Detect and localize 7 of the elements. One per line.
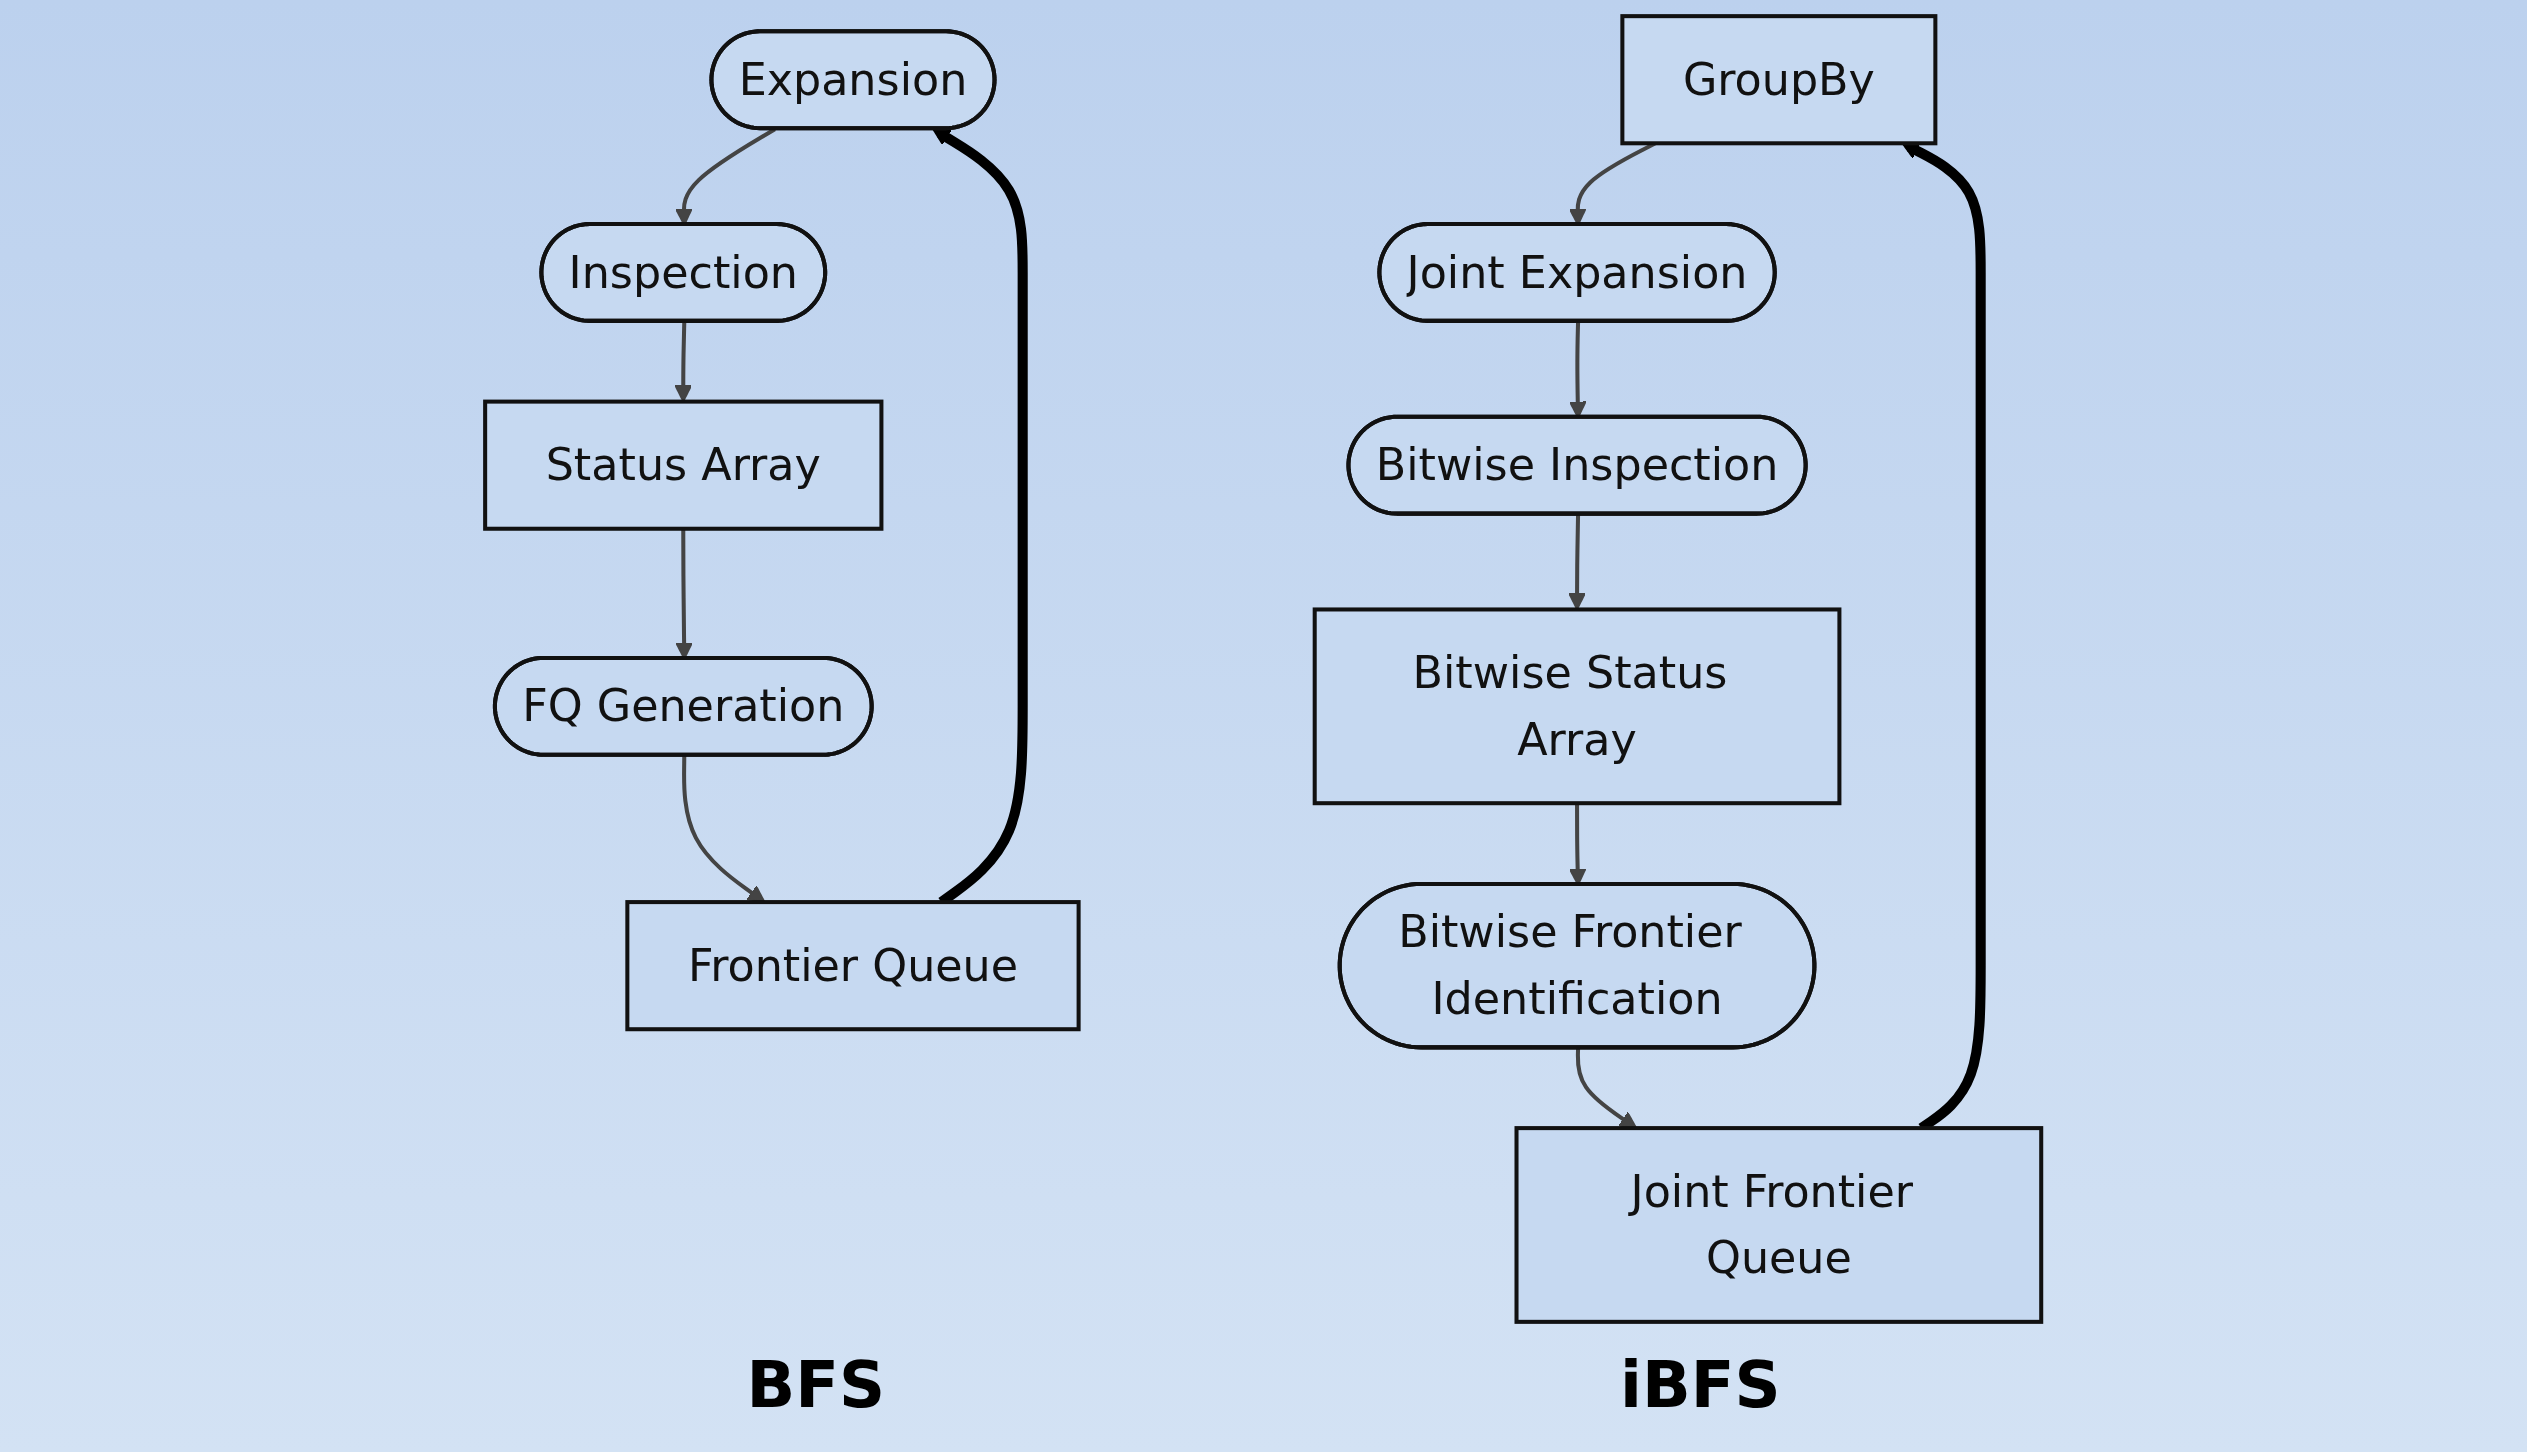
node-box: Status Array [483,399,884,531]
node-box: GroupBy [1620,14,1938,146]
diagram-caption: BFS [746,1348,886,1422]
node-box: Joint Frontier Queue [1514,1126,2044,1324]
node-box: Bitwise Status Array [1313,607,1842,806]
node-box: Frontier Queue [625,900,1081,1032]
diagram-caption: iBFS [1619,1348,1781,1422]
